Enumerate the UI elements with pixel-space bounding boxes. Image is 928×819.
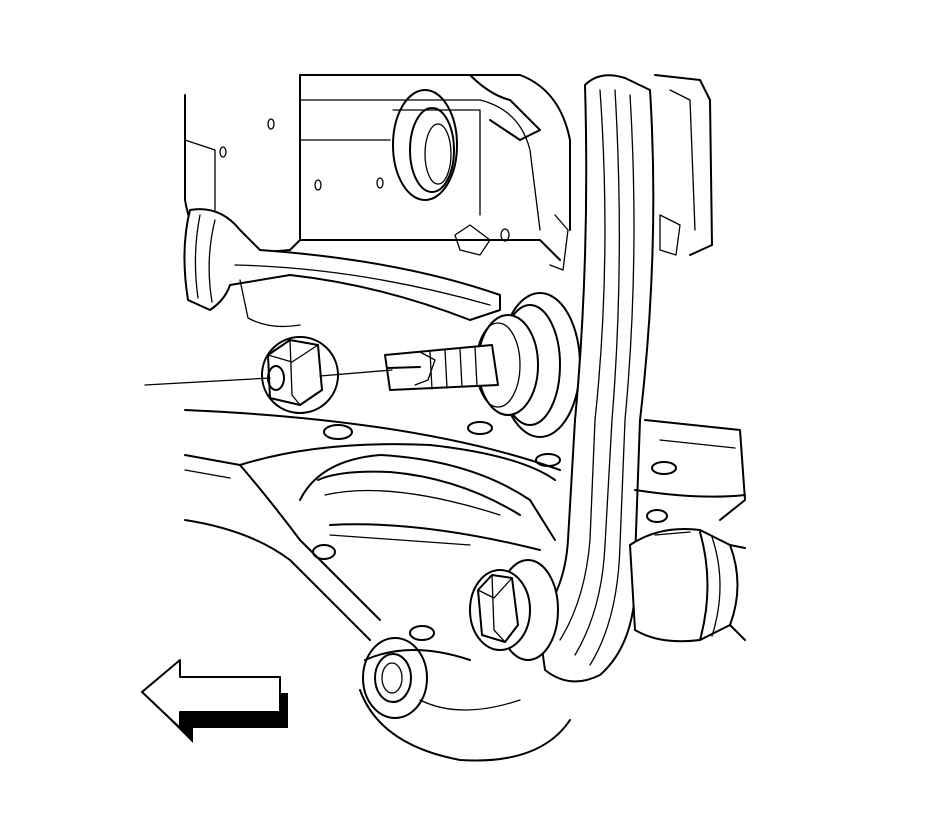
direction-arrow bbox=[141, 659, 288, 743]
callout-leader bbox=[144, 369, 393, 386]
control-link bbox=[537, 74, 655, 683]
subframe-crossmember bbox=[629, 419, 746, 643]
bolt bbox=[384, 344, 499, 391]
suspension-arm bbox=[183, 208, 501, 328]
body-structure bbox=[184, 74, 713, 271]
flange-nut bbox=[261, 336, 339, 414]
lower-bolt-head bbox=[469, 559, 559, 661]
lower-control-arm bbox=[184, 409, 677, 762]
bushing bbox=[475, 292, 581, 438]
